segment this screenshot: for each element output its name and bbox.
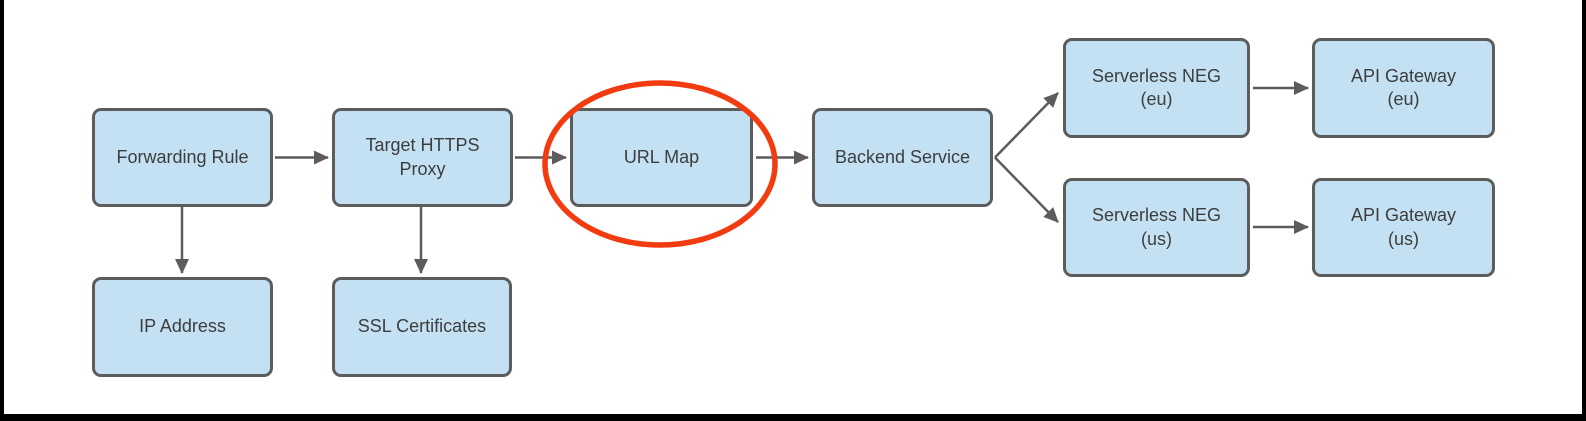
node-target-https-proxy: Target HTTPS Proxy <box>332 108 513 207</box>
node-forwarding-rule: Forwarding Rule <box>92 108 273 207</box>
node-url-map: URL Map <box>570 108 753 207</box>
node-api-gateway-us: API Gateway (us) <box>1312 178 1495 277</box>
node-ip-address: IP Address <box>92 277 273 377</box>
node-api-gateway-eu-label: API Gateway (eu) <box>1350 65 1457 109</box>
node-api-gateway-us-label: API Gateway (us) <box>1350 205 1457 249</box>
node-ssl-certificates: SSL Certificates <box>332 277 512 377</box>
node-serverless-neg-us: Serverless NEG (us) <box>1063 178 1250 277</box>
node-target-https-proxy-label: Target HTTPS Proxy <box>365 135 480 179</box>
edge-backend-service-to-serverless-neg-eu <box>994 92 1059 159</box>
node-url-map-label: URL Map <box>623 146 700 167</box>
edge-backend-service-to-serverless-neg-us <box>994 156 1059 223</box>
node-forwarding-rule-label: Forwarding Rule <box>116 146 249 167</box>
node-ip-address-label: IP Address <box>139 316 226 337</box>
node-ssl-certificates-label: SSL Certificates <box>357 316 487 337</box>
node-api-gateway-eu: API Gateway (eu) <box>1312 38 1495 138</box>
node-backend-service: Backend Service <box>812 108 993 207</box>
node-serverless-neg-eu-label: Serverless NEG (eu) <box>1091 65 1222 109</box>
node-backend-service-label: Backend Service <box>834 146 971 167</box>
node-serverless-neg-us-label: Serverless NEG (us) <box>1091 205 1222 249</box>
node-serverless-neg-eu: Serverless NEG (eu) <box>1063 38 1250 138</box>
